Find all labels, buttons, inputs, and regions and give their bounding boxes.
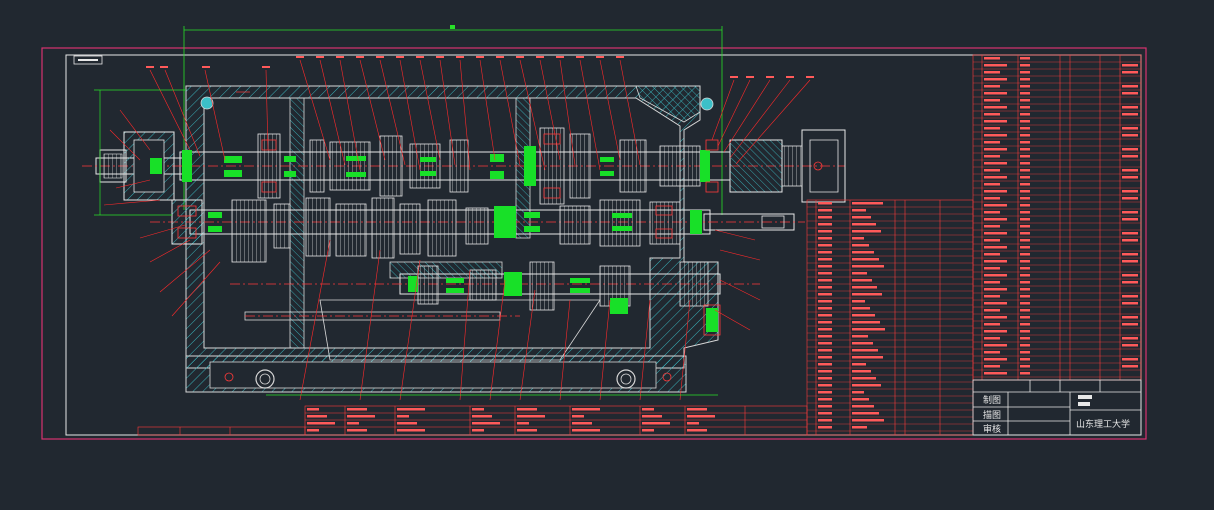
drawing-outer-frame <box>41 47 1147 440</box>
review-label: 审核 <box>983 423 1001 435</box>
title-block[interactable] <box>972 379 1142 436</box>
draw-label: 制图 <box>983 394 1001 406</box>
corner-tag-box <box>73 55 103 65</box>
parts-list-rows-right <box>973 57 1141 378</box>
parts-list-entries-bottom <box>307 408 715 432</box>
part-leader-lines <box>103 59 811 401</box>
upper-main-shaft[interactable] <box>82 127 846 205</box>
middle-gear-shaft[interactable] <box>150 197 805 263</box>
parts-list-table-right[interactable] <box>972 54 1142 381</box>
university-name: 山东理工大学 <box>1076 418 1130 430</box>
parts-list-rows-middle <box>807 202 973 432</box>
part-number-tags <box>146 56 814 78</box>
trace-label: 描图 <box>983 409 1001 421</box>
lower-gear-shaft[interactable] <box>230 261 760 336</box>
side-dimensions <box>94 89 718 396</box>
parts-list-table-bottom[interactable] <box>137 405 808 436</box>
